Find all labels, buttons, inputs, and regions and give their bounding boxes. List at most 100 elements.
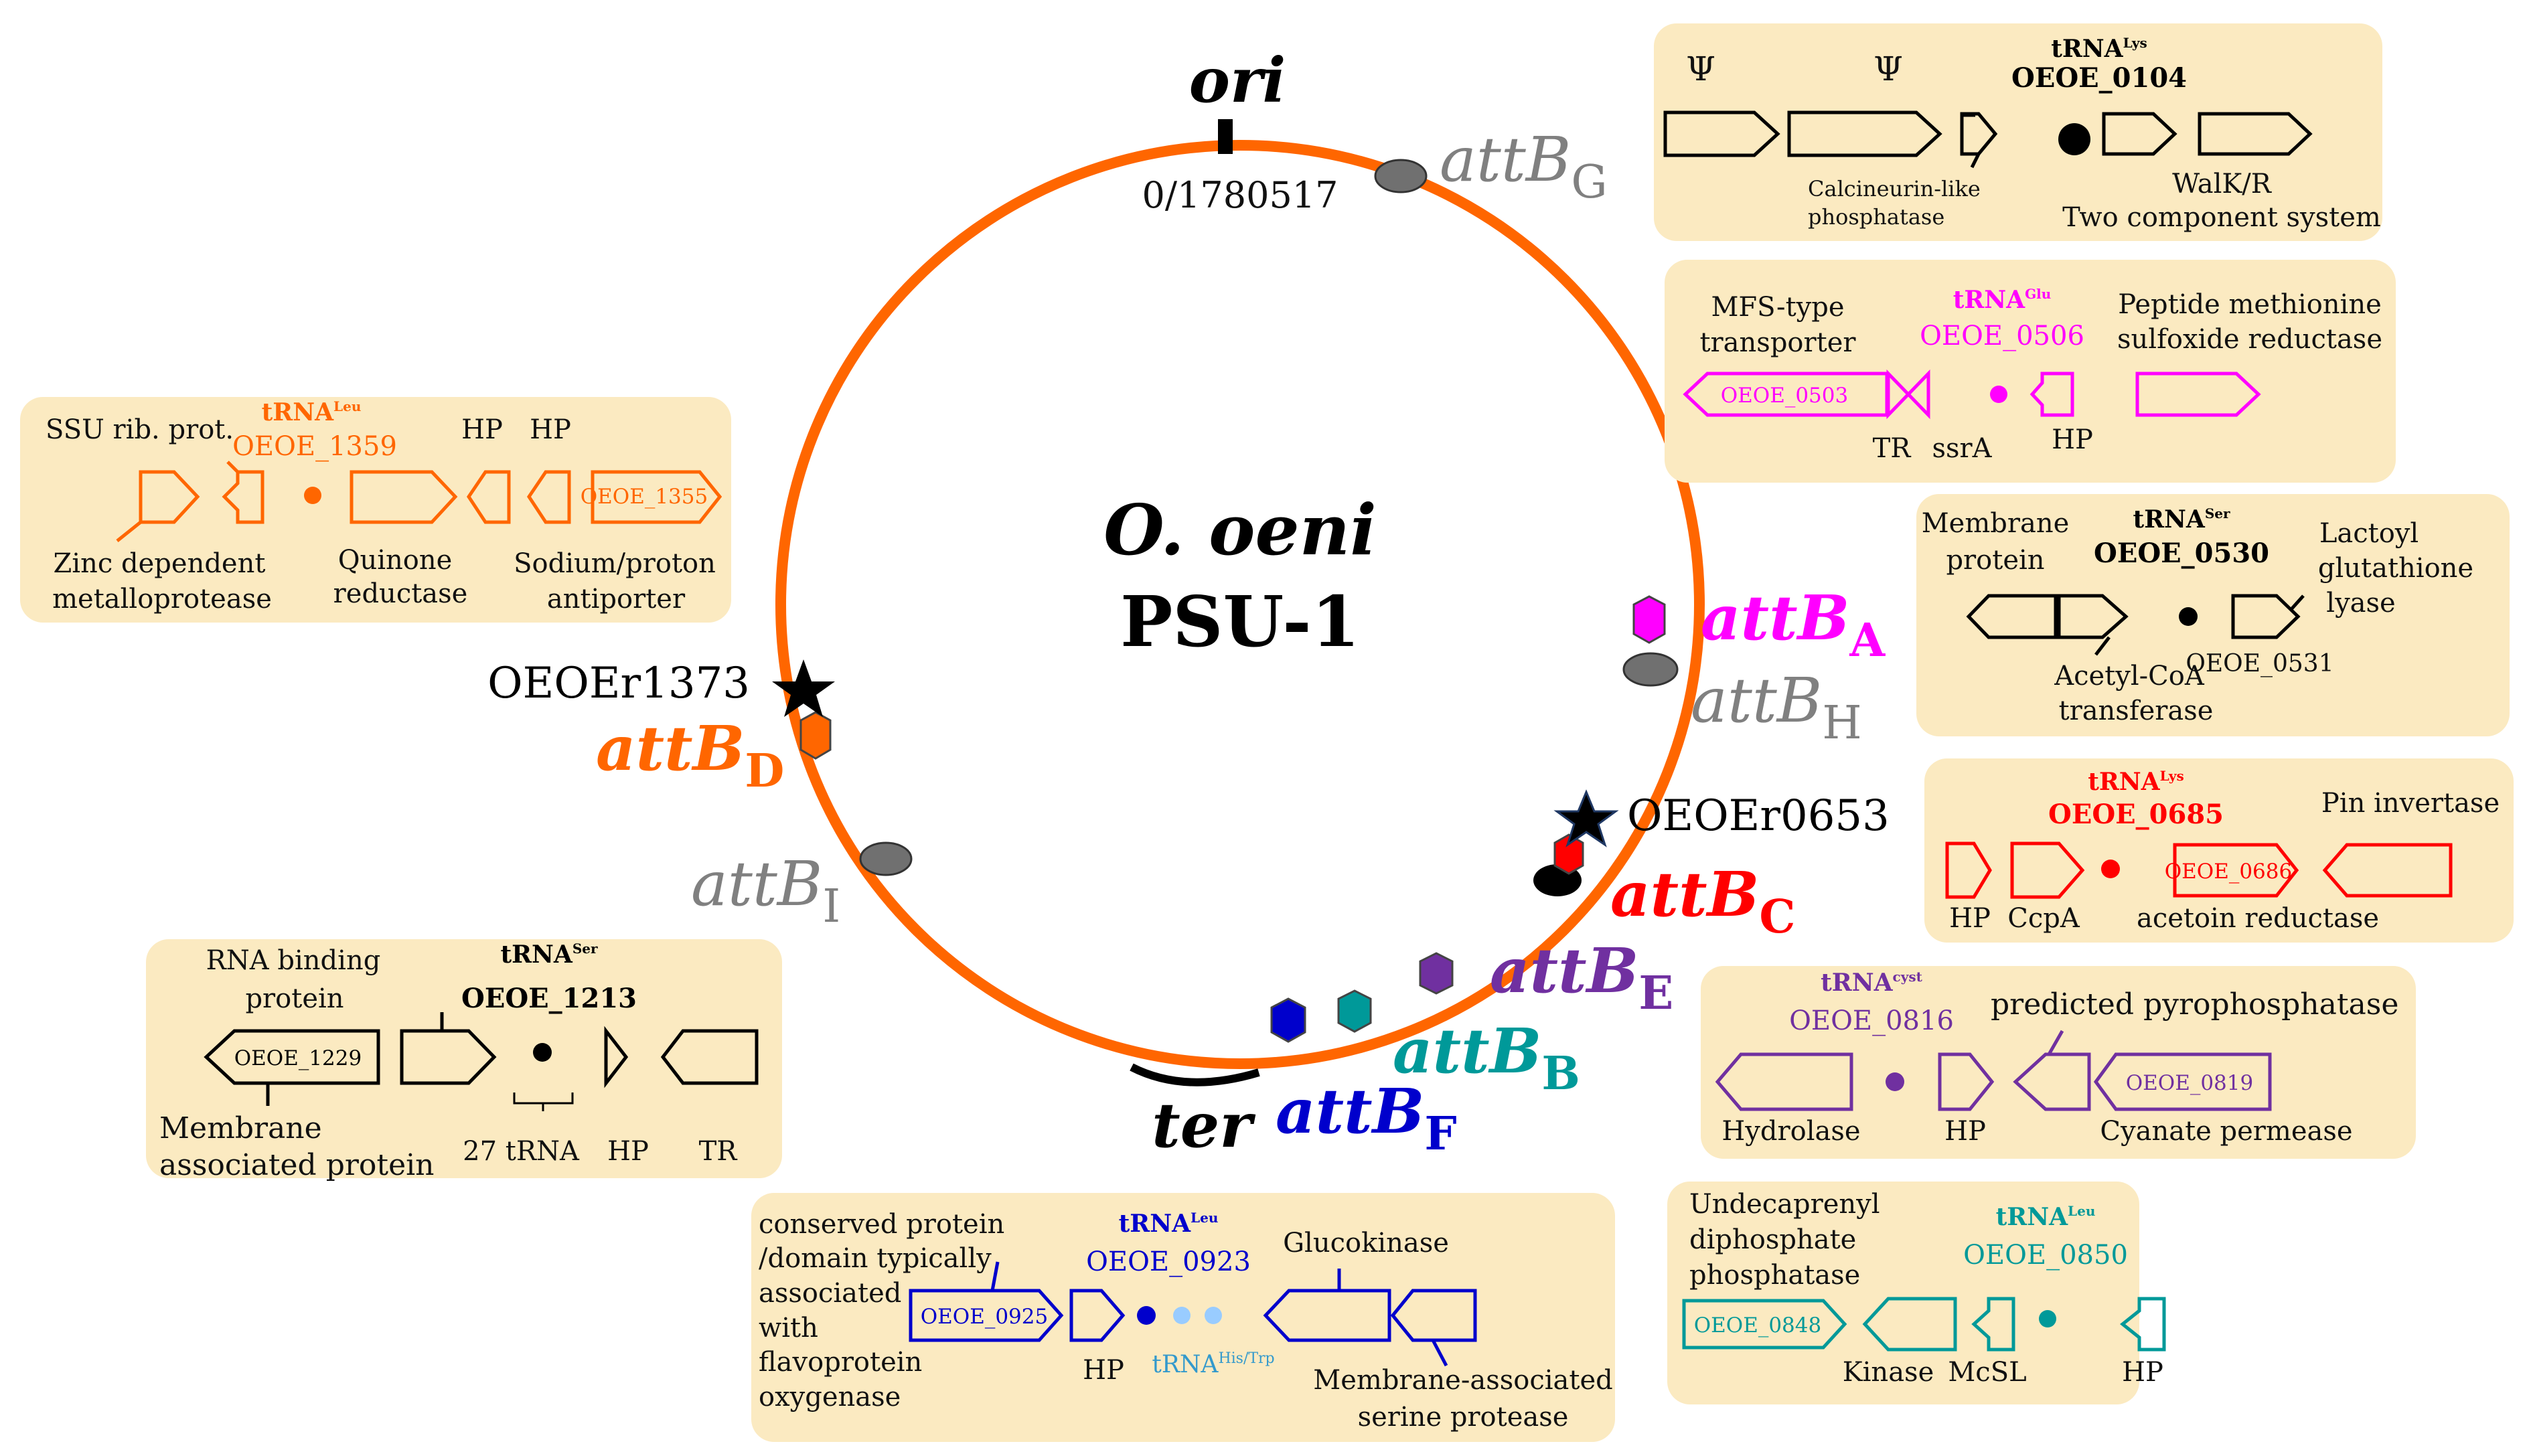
attBF-site-marker — [1270, 997, 1306, 1043]
gene-1229-label: OEOE_1229 — [234, 1046, 362, 1070]
hp-label: HP — [1944, 1116, 1986, 1147]
walk-label: WalK/R — [2172, 169, 2273, 199]
attBG-label: attBG — [1440, 124, 1608, 209]
att-labels: attBG attBA attBH attBD attBI attBC attB… — [596, 124, 1886, 1161]
hp-gene-arrow — [1938, 1052, 1995, 1111]
hp-label: HP — [607, 1136, 649, 1167]
panel-attBC: tRNALys OEOE_0685 Pin invertase OEOE_068… — [1924, 758, 2514, 943]
panel-attBI: RNA binding protein tRNASer OEOE_1213 OE… — [146, 939, 782, 1182]
hydrolase-label: Hydrolase — [1721, 1116, 1860, 1147]
zinc-label-2: metalloprotease — [52, 584, 272, 615]
27-trna-label: 27 tRNA — [463, 1136, 580, 1167]
attBB-site-marker — [1337, 989, 1372, 1033]
trna-dot — [2101, 860, 2120, 878]
zinc-leader — [116, 521, 142, 542]
gene-0503-label: OEOE_0503 — [1721, 384, 1848, 408]
trna-label: tRNASer — [500, 941, 598, 969]
chromosome-circle — [775, 140, 1705, 1069]
conserved-label-4: with — [759, 1313, 818, 1344]
trna-dot — [1886, 1072, 1904, 1091]
protease-gene-arrow — [1390, 1289, 1477, 1342]
protease-leader — [1431, 1339, 1448, 1367]
hydrolase-gene-arrow — [1715, 1052, 1853, 1111]
membrane-label-1: Membrane — [159, 1111, 322, 1145]
attBI-site-marker — [859, 841, 913, 876]
hp2-label: HP — [530, 414, 571, 445]
peptide-label-2: sulfoxide reductase — [2117, 324, 2382, 355]
ccpa-gene-arrow — [2010, 841, 2085, 899]
trna-label: tRNASer — [2133, 505, 2230, 534]
mfs-label-1: MFS-type — [1711, 292, 1844, 323]
undecaprenyl-label-3: phosphatase — [1689, 1260, 1860, 1291]
membrane-label-2: associated protein — [159, 1148, 435, 1182]
glucokinase-gene-arrow — [1263, 1289, 1391, 1342]
attBH-site-marker — [1622, 652, 1679, 687]
trna-locus: OEOE_1359 — [232, 431, 397, 462]
gene-0925-arrow — [909, 1289, 1064, 1342]
conserved-label-6: oxygenase — [759, 1382, 901, 1412]
tr-label: TR — [699, 1136, 739, 1167]
panel-attBA: MFS-type transporter tRNAGlu OEOE_0506 P… — [1665, 260, 2396, 483]
trna-label: tRNALeu — [1996, 1203, 2096, 1231]
quinone-label-1: Quinone — [338, 545, 453, 576]
hp-label: HP — [2122, 1357, 2163, 1388]
oeoer0653-star-icon — [1553, 789, 1619, 847]
acetoin-label: acetoin reductase — [2137, 903, 2379, 934]
attBA-label: attBA — [1701, 582, 1886, 667]
hp-gene-arrow — [1069, 1289, 1126, 1342]
mcsl-label: McSL — [1948, 1357, 2026, 1388]
conserved-label-3: associated — [759, 1278, 901, 1309]
psi-label-1: Ψ — [1686, 50, 1715, 88]
trna-dot — [1990, 386, 2007, 403]
attBE-site-marker — [1419, 952, 1454, 995]
pseudogene-1-arrow — [1663, 110, 1780, 157]
gene-0686-arrow — [2173, 843, 2299, 898]
conserved-label-1: conserved protein — [759, 1209, 1004, 1240]
calcineurin-gene-arrow — [1960, 112, 1998, 156]
panel-background — [146, 939, 782, 1178]
panel-attBD: SSU rib. prot. tRNALeu OEOE_1359 HP HP O… — [20, 397, 731, 623]
panel-background — [1916, 494, 2510, 736]
attBD-site-marker — [799, 711, 832, 760]
gene-0686-label: OEOE_0686 — [2165, 860, 2292, 884]
pseudogene-2-arrow — [1787, 110, 1942, 157]
mfs-label-2: transporter — [1699, 327, 1856, 358]
kinase-label: Kinase — [1843, 1357, 1934, 1388]
trna-label: tRNALys — [2051, 35, 2147, 63]
ssu-gene-arrow — [222, 470, 264, 524]
acetyl-gene-arrow — [2057, 594, 2129, 639]
lactoyl-label-3: lyase — [2326, 588, 2395, 619]
acetyl-label-1: Acetyl-CoA — [2054, 661, 2205, 692]
trna-trp-dot — [1205, 1307, 1222, 1324]
attBC-site-marker — [1553, 833, 1584, 875]
ori-coordinate: 0/1780517 — [1142, 174, 1338, 216]
attBB-label: attBB — [1393, 1015, 1580, 1101]
quinone-gene-arrow — [350, 470, 458, 524]
panel-background — [1665, 260, 2396, 483]
attBI-label: attBI — [691, 848, 840, 933]
panel-attBF: conserved protein /domain typically asso… — [751, 1193, 1615, 1442]
trna-his-dot — [1173, 1307, 1191, 1324]
trna-bracket — [513, 1093, 574, 1111]
gene-0531-label: OEOE_0531 — [2186, 650, 2333, 677]
gene-1229-arrow — [204, 1029, 380, 1085]
trna-locus: OEOE_0850 — [1963, 1240, 2128, 1271]
hp-gene-arrow — [2119, 1297, 2166, 1352]
trna-locus: OEOE_0506 — [1920, 321, 2084, 351]
trna-dot — [2039, 1310, 2056, 1327]
trna-label: tRNALys — [2088, 768, 2184, 796]
ter-label: ter — [1152, 1089, 1256, 1161]
undecaprenyl-label-1: Undecaprenyl — [1689, 1189, 1880, 1220]
calcineurin-label-2: phosphatase — [1808, 204, 1944, 230]
trna-locus: OEOE_1213 — [461, 983, 637, 1014]
glucokinase-label: Glucokinase — [1283, 1228, 1449, 1259]
attBG-site-marker — [1374, 159, 1428, 193]
attBF-label: attBF — [1276, 1075, 1457, 1161]
trna-label: tRNAGlu — [1953, 286, 2052, 314]
conserved-label-5: flavoprotein — [759, 1347, 922, 1378]
hp-label: HP — [2052, 424, 2093, 455]
tr-gene-arrow — [1886, 369, 1911, 420]
trna-his-trp-label: tRNAHis/Trp — [1152, 1350, 1274, 1378]
ssra-label: ssrA — [1932, 433, 1992, 464]
attBA-site-marker — [1632, 595, 1666, 644]
